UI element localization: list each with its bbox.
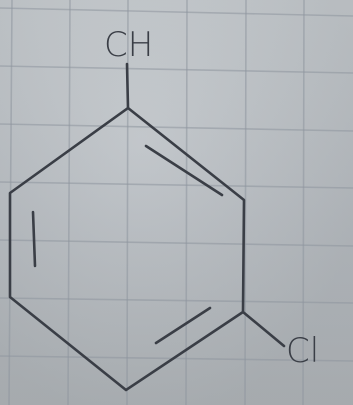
bond-to-right-group xyxy=(241,310,286,348)
right-group-label: Cl xyxy=(286,331,319,371)
grid-horizontal-line xyxy=(0,181,353,189)
ring-outline xyxy=(8,106,246,392)
bond-to-top-group xyxy=(125,62,130,110)
grid-horizontal-line xyxy=(0,297,353,304)
grid-horizontal-line xyxy=(0,65,353,74)
double-bond-mark-upper xyxy=(144,144,224,197)
double-bond-mark-lower xyxy=(154,306,212,345)
grid-vertical-line xyxy=(302,0,305,405)
top-group-label: CH xyxy=(104,25,153,65)
grid-vertical-line xyxy=(244,0,247,405)
benzene-ring-drawing xyxy=(8,62,286,392)
grid-horizontal-line xyxy=(0,355,353,362)
grid-horizontal-line xyxy=(0,123,353,132)
grid-horizontal-line xyxy=(0,7,353,17)
grid-vertical-line xyxy=(185,0,188,405)
grid-horizontal-line xyxy=(0,239,353,247)
double-bond-mark-left xyxy=(31,210,37,268)
